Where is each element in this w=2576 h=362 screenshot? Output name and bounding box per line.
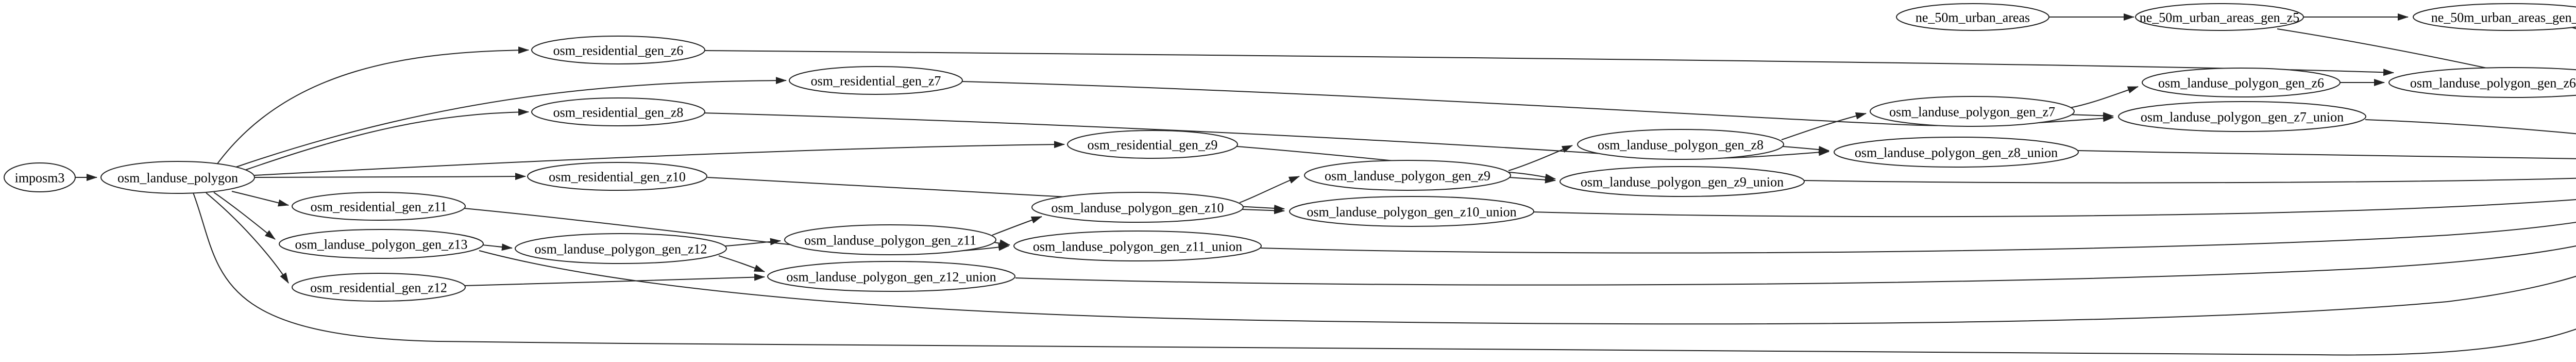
node-label: osm_landuse_polygon: [117, 171, 238, 186]
node-label: osm_landuse_polygon_gen_z11: [804, 233, 976, 248]
node-osm-landuse-polygon-gen-z8: osm_landuse_polygon_gen_z8: [1577, 129, 1784, 160]
node-label: osm_residential_gen_z6: [553, 43, 684, 58]
node-label: osm_residential_gen_z9: [1088, 138, 1218, 153]
edge-z7-union-to-layer-z7: [2365, 119, 2576, 135]
node-label: osm_residential_gen_z12: [310, 281, 447, 295]
node-osm-landuse-polygon-gen-z12-union: osm_landuse_polygon_gen_z12_union: [767, 261, 1015, 292]
node-osm-landuse-polygon-gen-z7-union: osm_landuse_polygon_gen_z7_union: [2118, 101, 2366, 132]
node-osm-landuse-polygon-gen-z8-union: osm_landuse_polygon_gen_z8_union: [1834, 137, 2079, 168]
edge-gen-z8-to-z8-union: [1782, 146, 1829, 153]
node-label: osm_landuse_polygon_gen_z10: [1051, 201, 1224, 216]
node-label: imposm3: [15, 171, 65, 186]
node-label: osm_landuse_polygon_gen_z9: [1325, 169, 1490, 184]
node-label: osm_landuse_polygon_gen_z11_union: [1033, 239, 1242, 254]
node-osm-landuse-polygon-gen-z11-union: osm_landuse_polygon_gen_z11_union: [1013, 231, 1262, 261]
node-label: osm_landuse_polygon_gen_z10_union: [1307, 205, 1516, 220]
edge-gen-z12-to-gen-z11: [725, 238, 781, 246]
edge-res-z12-to-z12-union: [464, 273, 765, 286]
node-osm-residential-gen-z10: osm_residential_gen_z10: [527, 162, 707, 191]
node-osm-residential-gen-z9: osm_residential_gen_z9: [1067, 130, 1238, 159]
node-label: ne_50m_urban_areas: [1916, 10, 2030, 25]
edge-res-z8-to-z8-union: [703, 112, 1829, 159]
node-osm-landuse-polygon-gen-z10: osm_landuse_polygon_gen_z10: [1031, 192, 1244, 223]
node-label: osm_landuse_polygon_gen_z7: [1889, 105, 2055, 120]
edge-landuse-to-gen-z13: [213, 192, 276, 240]
edge-landuse-to-res-z11: [231, 191, 289, 207]
node-label: osm_landuse_polygon_gen_z9_union: [1581, 175, 1784, 190]
node-osm-landuse-polygon-gen-z11: osm_landuse_polygon_gen_z11: [784, 224, 996, 255]
node-ne-50m-urban-areas-gen-z4: ne_50m_urban_areas_gen_z4: [2413, 3, 2576, 31]
node-osm-landuse-polygon-gen-z9: osm_landuse_polygon_gen_z9: [1304, 160, 1511, 191]
edge-gen-z13-to-gen-z12: [482, 243, 513, 251]
edge-gen-z7-to-z7-union: [2067, 112, 2114, 120]
node-osm-residential-gen-z6: osm_residential_gen_z6: [531, 36, 705, 64]
node-osm-landuse-polygon-gen-z7: osm_landuse_polygon_gen_z7: [1870, 96, 2075, 127]
node-osm-landuse-polygon-gen-z10-union: osm_landuse_polygon_gen_z10_union: [1289, 196, 1534, 227]
edge-res-z6-to-z6-union: [703, 50, 2394, 76]
edge-gen-z11-to-gen-z10: [992, 216, 1042, 236]
edge-landuse-to-layer-z14: [193, 192, 2576, 356]
edge-gen-z12-to-z12-union: [718, 255, 765, 272]
node-osm-landuse-polygon-gen-z12: osm_landuse_polygon_gen_z12: [515, 233, 727, 264]
node-label: osm_landuse_polygon_gen_z12_union: [786, 270, 996, 285]
edge-landuse-to-res-z9: [254, 141, 1065, 176]
edge-landuse-to-res-z6: [216, 46, 529, 166]
node-ne-50m-urban-areas: ne_50m_urban_areas: [1896, 3, 2049, 31]
edge-z10-union-to-layer-z10: [1533, 199, 2576, 218]
edge-landuse-to-res-z7: [234, 77, 787, 168]
node-label: ne_50m_urban_areas_gen_z5: [2140, 10, 2299, 25]
node-ne-50m-urban-areas-gen-z5: ne_50m_urban_areas_gen_z5: [2135, 3, 2304, 31]
node-label: osm_landuse_polygon_gen_z6: [2158, 76, 2324, 91]
node-osm-landuse-polygon-gen-z6: osm_landuse_polygon_gen_z6: [2142, 68, 2341, 97]
edge-gen-z7-to-gen-z6: [2070, 86, 2139, 108]
edge-z8-union-to-layer-z8: [2077, 150, 2576, 159]
node-osm-residential-gen-z7: osm_residential_gen_z7: [789, 66, 963, 95]
node-label: osm_landuse_polygon_gen_z8_union: [1855, 145, 2058, 160]
node-label: osm_landuse_polygon_gen_z13: [295, 237, 467, 252]
node-label: osm_landuse_polygon_gen_z6_union: [2410, 76, 2576, 91]
edge-landuse-to-res-z12: [206, 192, 289, 284]
edge-z9-union-to-layer-z9: [1803, 177, 2576, 184]
edge-gen-z10-to-gen-z9: [1239, 176, 1300, 203]
edge-gen-z8-to-gen-z7: [1781, 112, 1867, 140]
edge-gen-z13-to-layer-z13: [479, 250, 2576, 325]
edge-layer: [75, 13, 2576, 356]
node-label: osm_residential_gen_z8: [553, 105, 684, 120]
edge-gen-z11-to-z11-union: [994, 239, 1010, 246]
node-label: osm_residential_gen_z11: [311, 200, 447, 215]
edge-z12-union-to-layer-z12: [1015, 245, 2576, 286]
node-label: ne_50m_urban_areas_gen_z4: [2431, 10, 2576, 25]
node-osm-residential-gen-z8: osm_residential_gen_z8: [531, 97, 705, 126]
node-label: osm_residential_gen_z7: [811, 74, 941, 89]
node-imposm3: imposm3: [4, 162, 76, 192]
node-label: osm_landuse_polygon_gen_z7_union: [2141, 110, 2344, 125]
node-osm-residential-gen-z11: osm_residential_gen_z11: [292, 192, 466, 221]
node-osm-landuse-polygon-gen-z9-union: osm_landuse_polygon_gen_z9_union: [1560, 166, 1805, 197]
node-osm-landuse-polygon: osm_landuse_polygon: [100, 161, 255, 194]
edge-landuse-to-res-z10: [254, 173, 526, 180]
edge-landuse-to-res-z8: [244, 108, 529, 171]
node-label: osm_landuse_polygon_gen_z8: [1598, 138, 1764, 153]
edge-z11-union-to-layer-z11: [1260, 222, 2576, 254]
node-label: osm_landuse_polygon_gen_z12: [534, 242, 707, 257]
node-osm-landuse-polygon-gen-z6-union: osm_landuse_polygon_gen_z6_union: [2388, 67, 2576, 98]
edge-gen-z10-to-z10-union: [1241, 207, 1285, 215]
node-label: osm_residential_gen_z10: [549, 170, 686, 185]
node-osm-landuse-polygon-gen-z13: osm_landuse_polygon_gen_z13: [279, 229, 484, 259]
node-osm-residential-gen-z12: osm_residential_gen_z12: [292, 273, 466, 302]
edge-gen-z9-to-gen-z8: [1508, 145, 1573, 171]
